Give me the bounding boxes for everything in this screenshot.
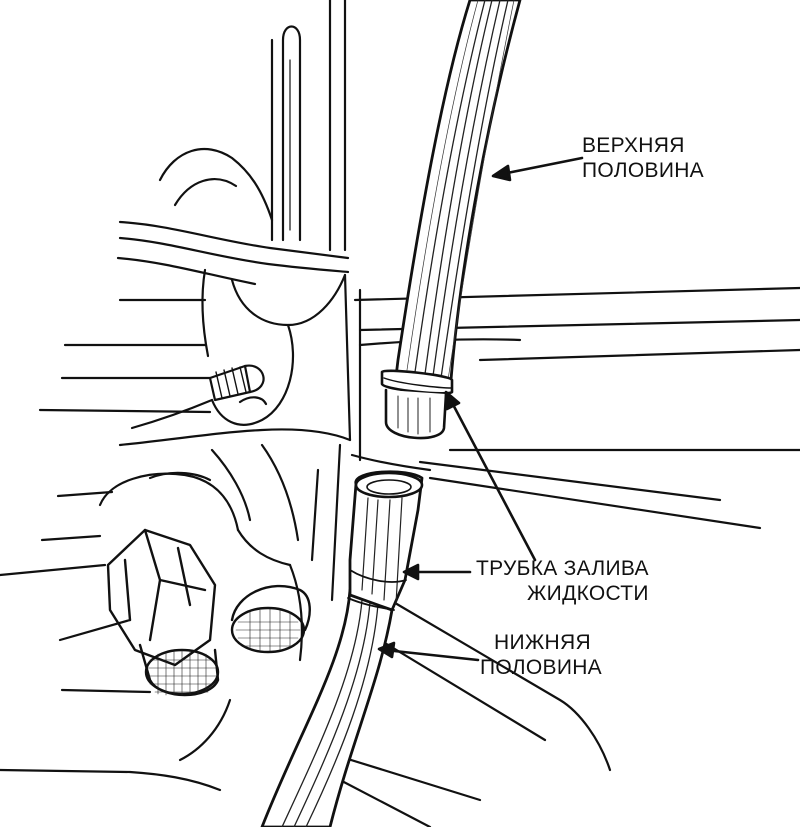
- label-lower-half-line2: ПОЛОВИНА: [480, 656, 602, 679]
- upper-tube-half: [380, 0, 522, 440]
- hex-fitting: [106, 528, 220, 697]
- leader-fill-tube: [402, 390, 537, 581]
- label-fill-tube-line2: ЖИДКОСТИ: [526, 582, 649, 605]
- round-cap: [230, 584, 311, 654]
- label-lower-half: НИЖНЯЯ ПОЛОВИНА: [480, 630, 602, 680]
- label-upper-half: ВЕРХНЯЯ ПОЛОВИНА: [582, 133, 704, 183]
- leader-upper-half: [491, 156, 584, 182]
- leader-lower-half: [377, 641, 480, 662]
- lower-tube-half: [260, 470, 424, 827]
- label-upper-half-line2: ПОЛОВИНА: [582, 159, 704, 182]
- label-lower-half-line1: НИЖНЯЯ: [494, 631, 591, 654]
- label-fill-tube-line1: ТРУБКА ЗАЛИВА: [476, 557, 649, 580]
- label-fill-tube: ТРУБКА ЗАЛИВА ЖИДКОСТИ: [476, 556, 649, 606]
- label-upper-half-line1: ВЕРХНЯЯ: [582, 134, 685, 157]
